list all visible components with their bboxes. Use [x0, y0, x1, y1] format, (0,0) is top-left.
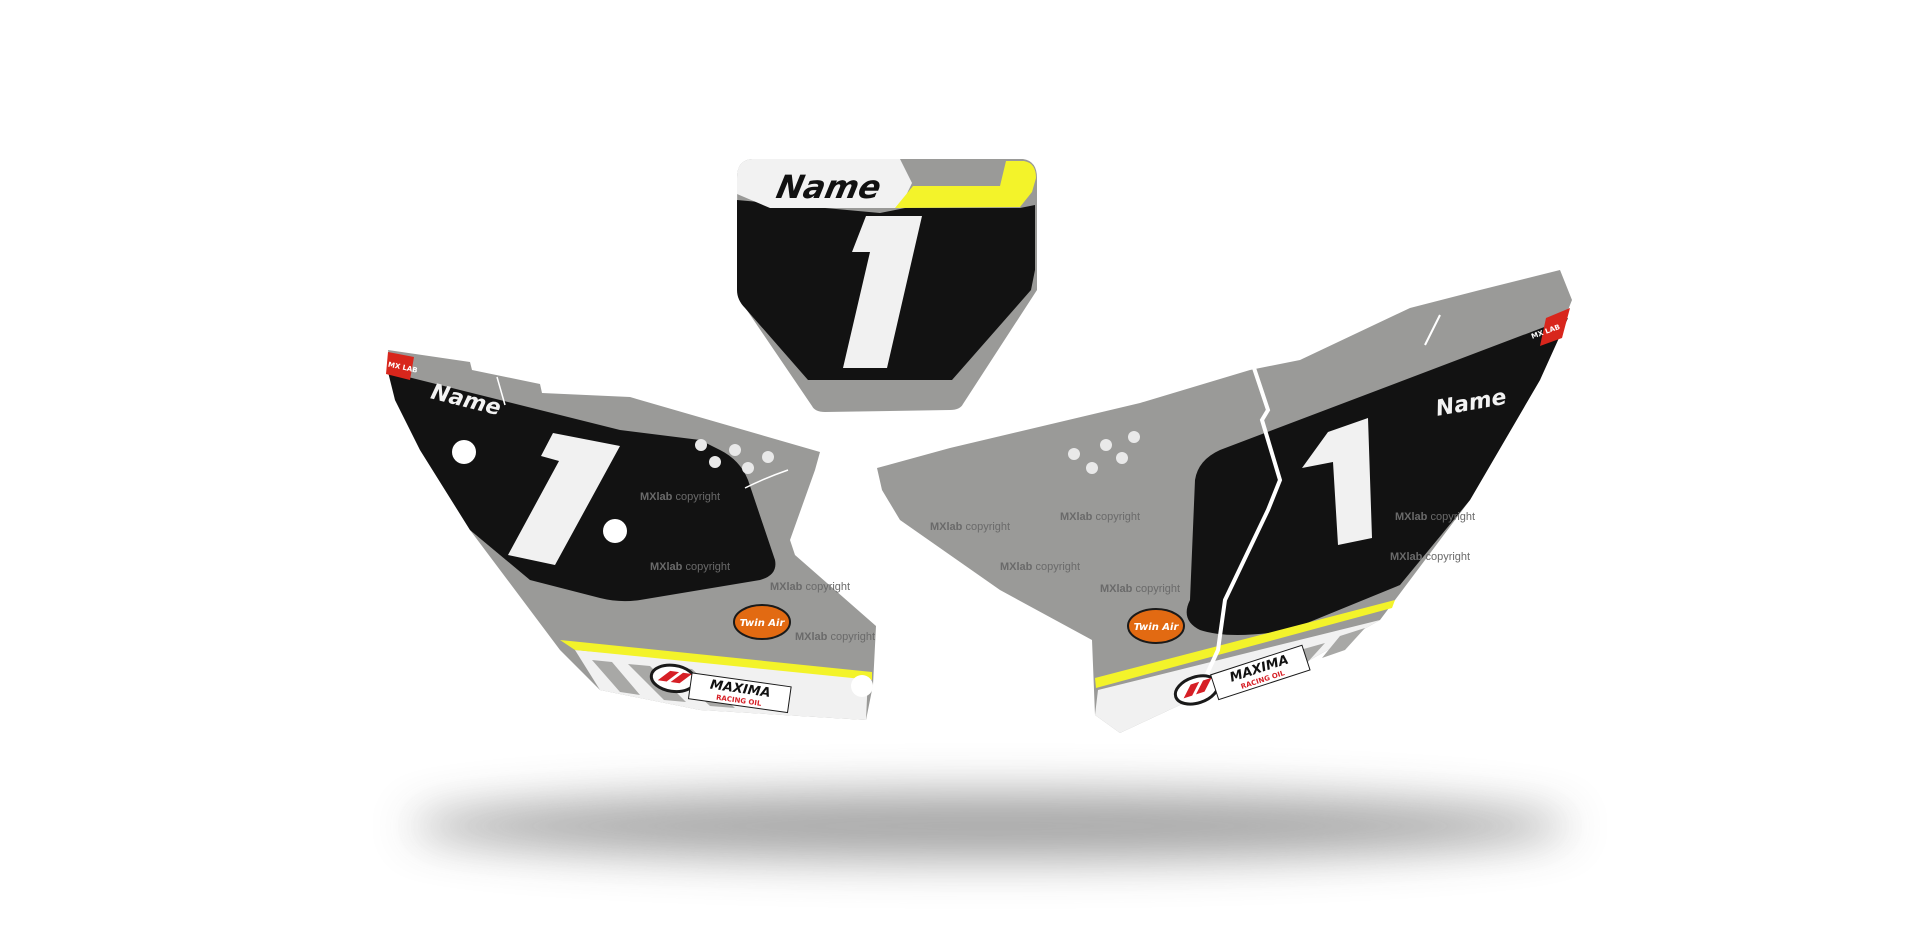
right-panel-trim-line	[1424, 314, 1441, 346]
floor-shadow	[410, 792, 1570, 860]
svg-text:MXlab copyright: MXlab copyright	[770, 581, 850, 593]
svg-text:Twin Air: Twin Air	[740, 618, 786, 629]
svg-text:MXlab copyright: MXlab copyright	[1395, 511, 1475, 523]
left-panel-trim-line	[744, 469, 789, 489]
left-panel-twinair-logo: Twin Air	[733, 604, 791, 640]
right-panel-number-one	[1302, 418, 1372, 545]
svg-text:MXlab copyright: MXlab copyright	[930, 521, 1010, 533]
left-panel-watermark: MXlab copyright MXlab copyright MXlab co…	[640, 491, 875, 643]
right-panel-yellow-stripe	[1095, 600, 1395, 688]
right-side-panel: MXlab copyright MXlab copyright MXlab co…	[877, 270, 1572, 733]
right-panel-black-field	[1186, 318, 1568, 635]
right-panel-vent-dots	[1068, 431, 1140, 474]
svg-text:Twin Air: Twin Air	[1134, 622, 1180, 633]
left-panel-number-one	[508, 433, 620, 565]
left-panel-maxima-logo: MAXIMA RACING OIL	[649, 663, 792, 714]
front-plate-yellow-stripe	[895, 161, 1036, 208]
front-plate-white-header	[737, 159, 912, 208]
left-panel-trim-line	[496, 376, 506, 406]
right-panel-mxlab-badge	[1540, 308, 1570, 346]
front-plate-rider-name: Name	[773, 168, 884, 206]
right-panel-watermark: MXlab copyright MXlab copyright MXlab co…	[930, 511, 1475, 595]
svg-text:MXlab copyright: MXlab copyright	[650, 561, 730, 573]
left-panel-mxlab-badge	[386, 352, 414, 380]
svg-text:MXlab copyright: MXlab copyright	[1390, 551, 1470, 563]
right-panel-twinair-logo: Twin Air	[1127, 608, 1185, 644]
left-side-panel: MXlab copyright MXlab copyright MXlab co…	[386, 350, 876, 720]
left-panel-yellow-stripe	[560, 640, 872, 680]
left-panel-mount-hole	[452, 440, 476, 464]
right-panel-trim-line	[1193, 355, 1283, 701]
svg-text:MXlab copyright: MXlab copyright	[1100, 583, 1180, 595]
left-panel-vent-dots	[695, 439, 774, 474]
front-plate-number-one	[843, 216, 922, 368]
front-number-plate: Name	[737, 159, 1037, 412]
svg-text:MXlab copyright: MXlab copyright	[640, 491, 720, 503]
left-panel-mount-hole	[851, 675, 873, 697]
svg-text:MXlab copyright: MXlab copyright	[1000, 561, 1080, 573]
svg-text:MXlab copyright: MXlab copyright	[795, 631, 875, 643]
svg-text:MXlab copyright: MXlab copyright	[1060, 511, 1140, 523]
left-panel-mount-hole	[603, 519, 627, 543]
